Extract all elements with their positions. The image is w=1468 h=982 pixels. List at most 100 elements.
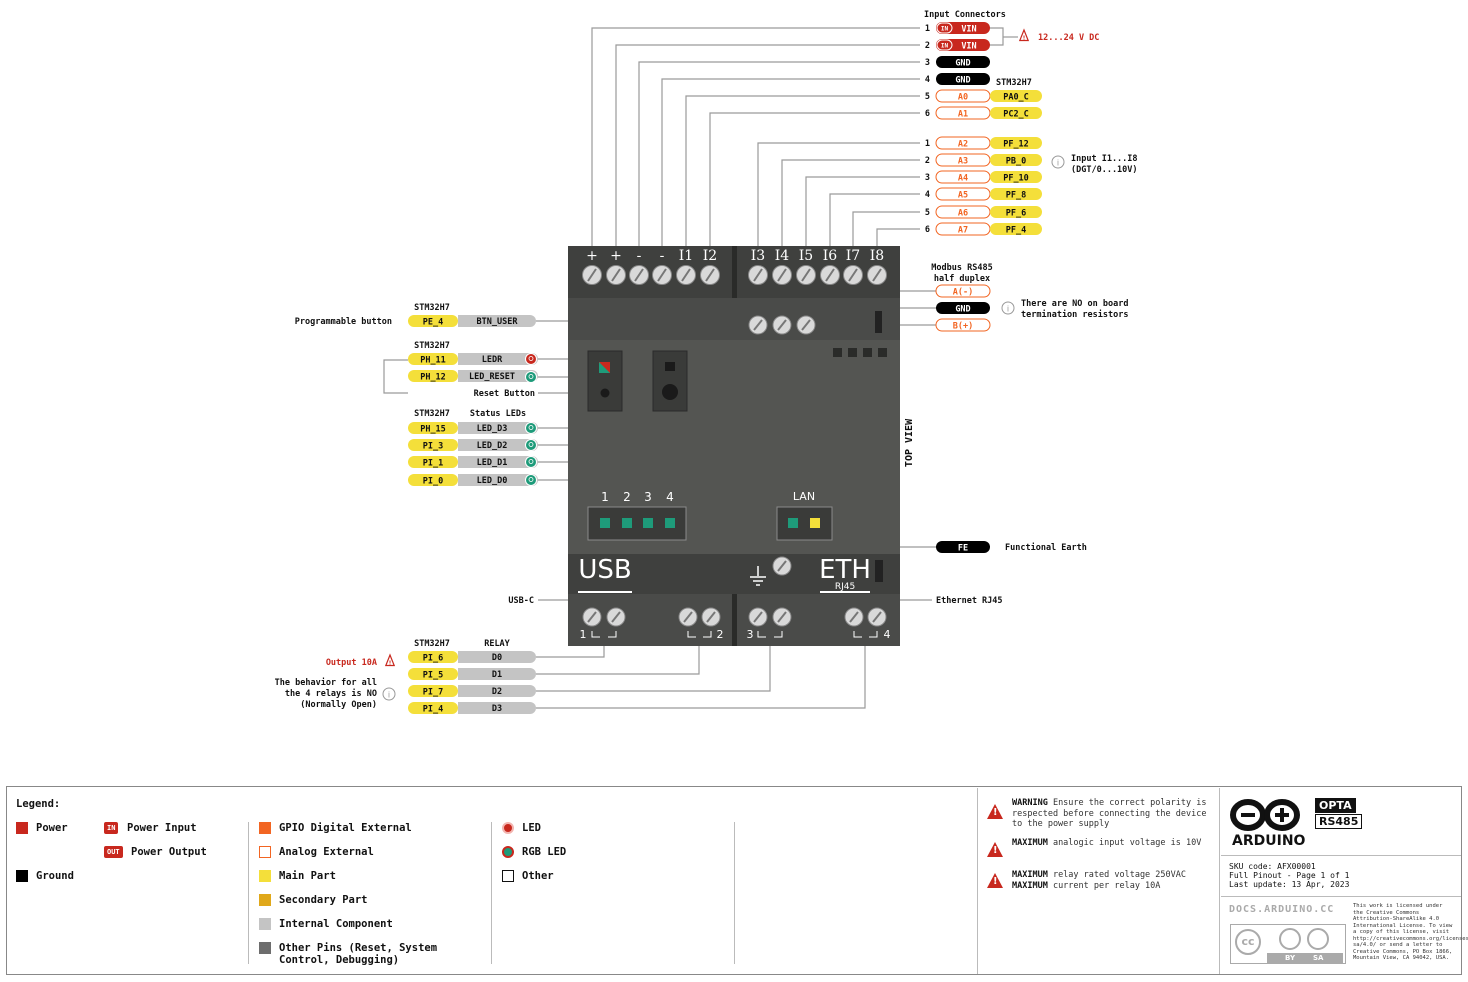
- modbus-screw-slot: [801, 319, 811, 331]
- status-led-number: 3: [644, 490, 652, 504]
- by-label: BY: [1285, 954, 1296, 962]
- modbus-slot: [875, 311, 882, 333]
- status-led: [665, 518, 675, 528]
- terminal-label: I1: [679, 248, 693, 264]
- secondary-swatch: [259, 894, 271, 906]
- leader-line: [781, 159, 920, 265]
- led-icon: [525, 439, 537, 451]
- relay-contact-icon: [757, 631, 766, 638]
- input-connectors-title: Input Connectors: [924, 10, 1006, 20]
- relay-pill: [458, 702, 536, 714]
- legend-other-pins: Other Pins (Reset, System Control, Debug…: [279, 942, 438, 966]
- analog-pin-label: A5: [958, 191, 968, 201]
- legend-internal: Internal Component: [279, 918, 393, 930]
- relay-contact-icon: [591, 631, 600, 638]
- mcu-pin: [990, 107, 1042, 119]
- info-icon: [382, 687, 396, 701]
- license-text: This work is licensed under the Creative…: [1353, 903, 1468, 961]
- mcu-pin-label: PH_15: [420, 425, 446, 435]
- btn-user-pill-edge: [458, 315, 468, 327]
- warning-icon: !: [987, 804, 1003, 819]
- relay-screw-slot: [611, 611, 621, 623]
- terminal-label: I2: [703, 248, 717, 264]
- mcu-pin: [408, 474, 458, 486]
- relay-pill: [458, 651, 536, 663]
- mcu-pin: [990, 188, 1042, 200]
- docs-link[interactable]: DOCS.ARDUINO.CC: [1229, 904, 1335, 915]
- status-led-pill-edge: [458, 456, 468, 468]
- relay-number: 2: [717, 628, 724, 641]
- modbus-screw-slot: [753, 319, 763, 331]
- mcu-pin: [408, 422, 458, 434]
- terminal-screw-slot: [801, 268, 811, 282]
- mcu-pin-label: PI_7: [423, 688, 443, 698]
- pin-number: 6: [925, 225, 930, 235]
- analog-pin-label: A3: [958, 157, 968, 167]
- page-info: Full Pinout - Page 1 of 1: [1229, 871, 1350, 880]
- modbus-gnd-pin-label: GND: [955, 305, 970, 315]
- mcu-pin: [408, 668, 458, 680]
- user-button-mark: [665, 362, 675, 371]
- terminal-label: I6: [823, 248, 838, 264]
- analog-pin-label: A4: [958, 174, 968, 184]
- lan-led-panel: [776, 506, 833, 541]
- led-icon: [525, 474, 537, 486]
- ledr-label: LEDR: [482, 355, 503, 365]
- reset-button-housing: [587, 350, 623, 412]
- modbus-note: There are NO on board: [1021, 299, 1128, 309]
- relay-pill-edge: [458, 702, 468, 714]
- relay-label: D2: [492, 687, 502, 697]
- relay-pill-edge: [458, 668, 468, 680]
- legend-divider: [491, 822, 492, 964]
- mcu-pin: [990, 223, 1042, 235]
- pin-number: 1: [925, 24, 930, 34]
- leader-line: [591, 27, 920, 265]
- warning-icon: [1018, 28, 1030, 42]
- led-icon-bulb: [528, 442, 534, 447]
- terminal-screw-slot: [848, 268, 858, 282]
- relay-screw-slot: [587, 611, 597, 623]
- relay-label: D3: [492, 704, 502, 714]
- legend-divider: [1219, 788, 1220, 974]
- leader-line: [615, 44, 920, 265]
- relay-screw-slot: [872, 611, 882, 623]
- led-icon-bulb: [528, 356, 534, 361]
- mcu-title: STM32H7: [414, 409, 450, 419]
- mcu-pin-label: PF_12: [1003, 140, 1029, 150]
- terminal-divider: [732, 594, 737, 646]
- indicator-square: [878, 348, 887, 357]
- terminal-screw-slot: [634, 268, 644, 282]
- mcu-pin-label: PF_6: [1006, 209, 1026, 219]
- mcu-pin: [408, 456, 458, 468]
- cc-icon: cc: [1235, 929, 1261, 955]
- info-icon-glyph: i: [1057, 159, 1059, 168]
- user-button: [662, 384, 678, 400]
- mcu-pin-label: PH_11: [420, 356, 446, 366]
- led-icon: [525, 353, 537, 365]
- status-led-label: LED_D1: [477, 458, 508, 468]
- relay-screw-slot: [849, 611, 859, 623]
- analog-pin-label: A1: [958, 110, 968, 120]
- usb-label: USB: [578, 555, 631, 585]
- pin-number: 4: [925, 190, 930, 200]
- led-icon-bulb: [528, 374, 534, 379]
- mcu-pin: [408, 439, 458, 451]
- mcu-pin-label: PF_10: [1003, 174, 1029, 184]
- reset-led-red: [599, 362, 610, 373]
- led-icon-bulb: [528, 477, 534, 482]
- analog-pin-label: A2: [958, 140, 968, 150]
- relay-label: D1: [492, 670, 502, 680]
- relay-pill-edge: [458, 685, 468, 697]
- relay-contact-icon: [703, 631, 712, 638]
- in-badge-icon: IN: [104, 822, 119, 834]
- fe-screw-slot: [777, 560, 787, 572]
- modbus-b-pin: [935, 318, 991, 332]
- modbus-area: [568, 298, 900, 340]
- pin-number: 4: [925, 75, 930, 85]
- cc-strip: BY SA: [1267, 953, 1343, 963]
- led-icon: [525, 422, 537, 434]
- main-swatch: [259, 870, 271, 882]
- gnd-pin-label: GND: [955, 76, 970, 86]
- relay-pill: [458, 668, 536, 680]
